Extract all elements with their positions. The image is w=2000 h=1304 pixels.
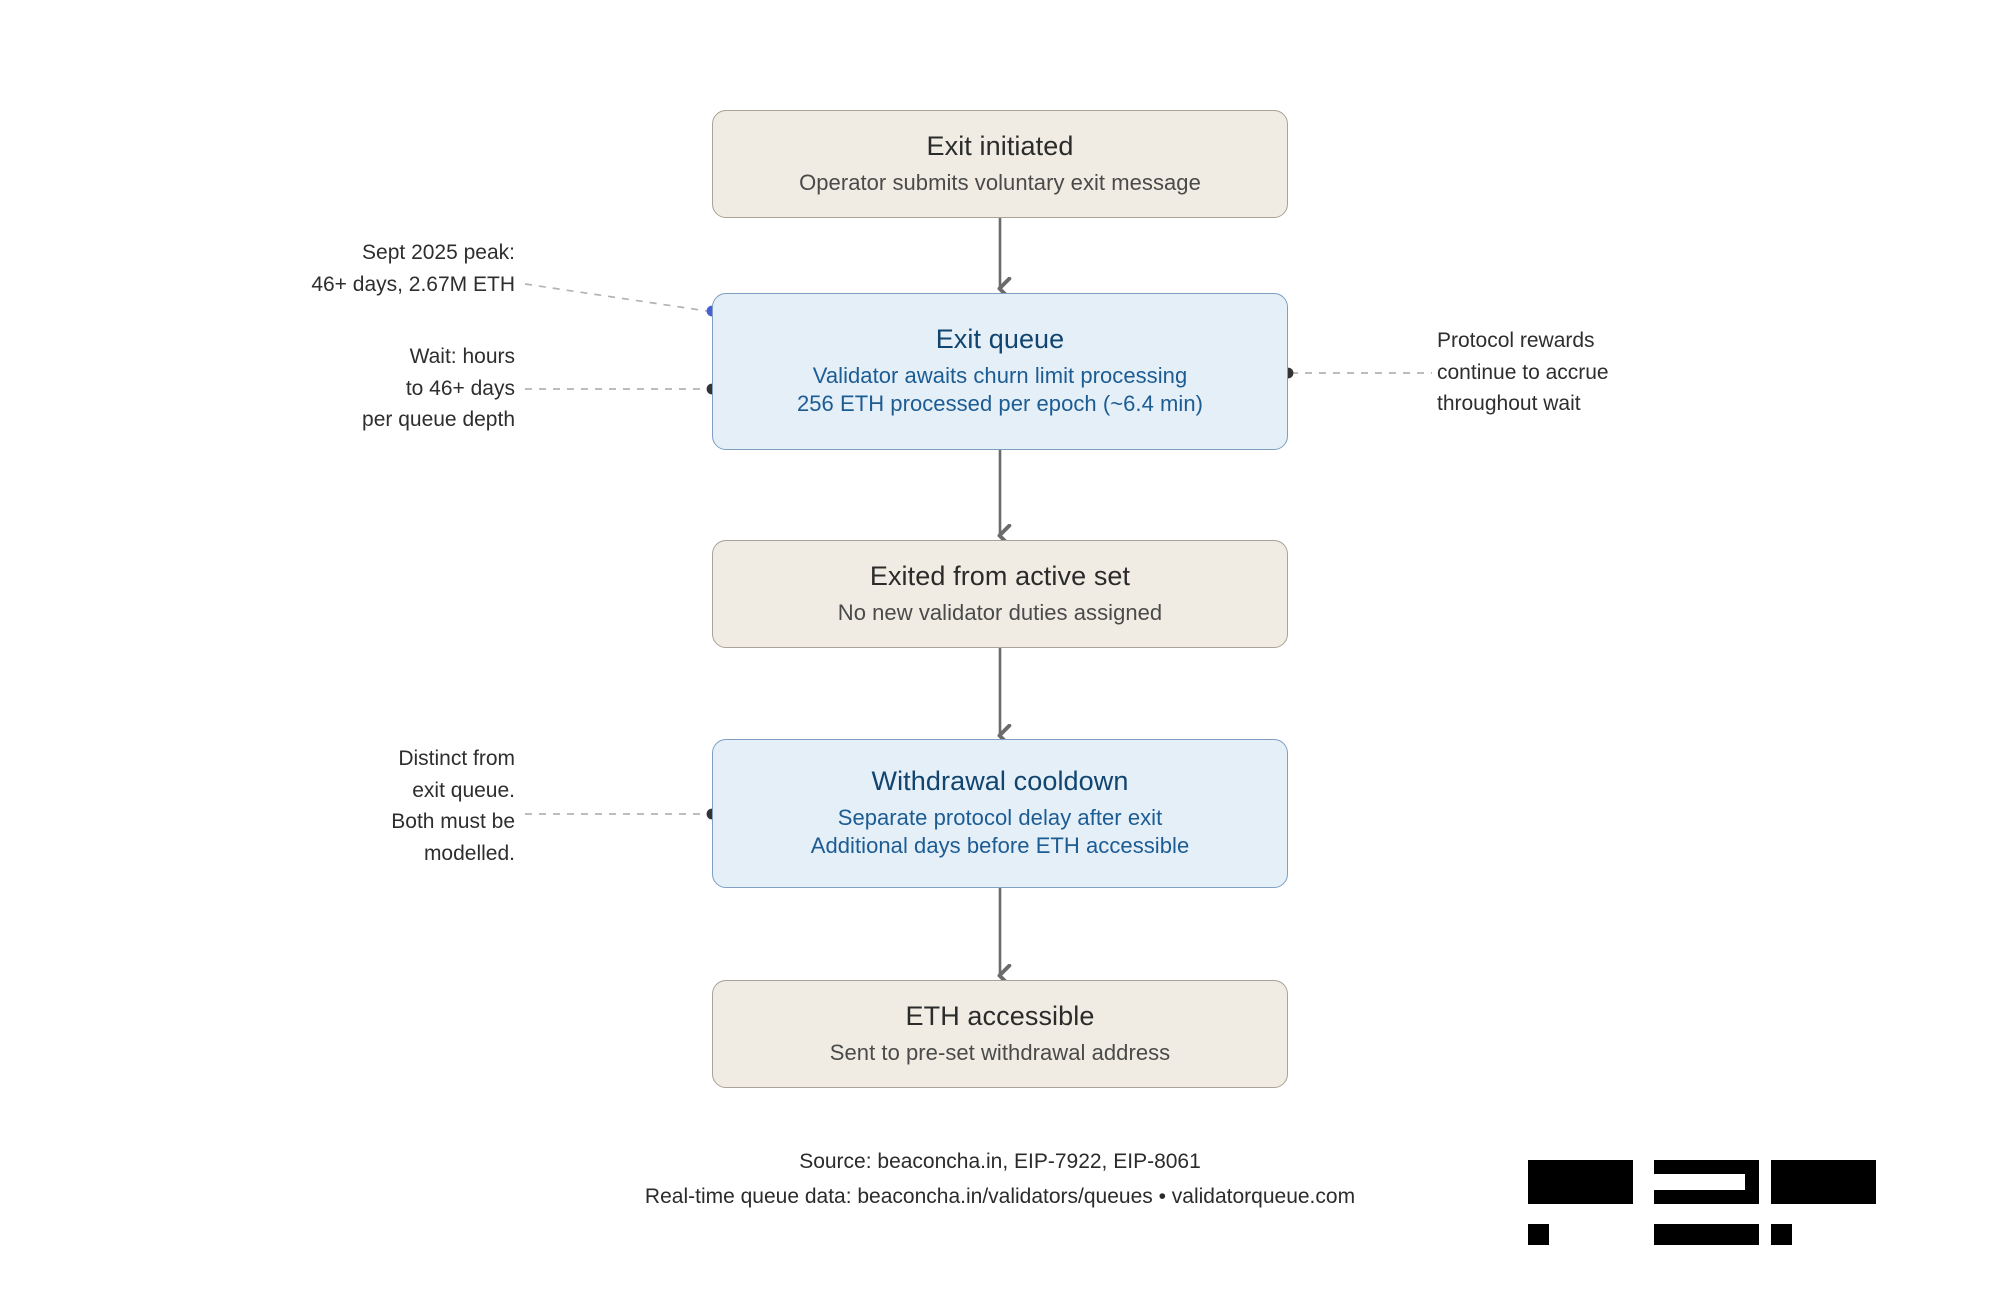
node-withdrawal-cooldown[interactable]: Withdrawal cooldown Separate protocol de…	[712, 739, 1288, 888]
footer-realtime-line: Real-time queue data: beaconcha.in/valid…	[644, 1185, 1356, 1208]
node-exit-initiated[interactable]: Exit initiated Operator submits voluntar…	[712, 110, 1288, 218]
annotation-sept-peak: Sept 2025 peak: 46+ days, 2.67M ETH	[311, 241, 515, 296]
node-subtitle-line: Validator awaits churn limit processing	[812, 362, 1188, 388]
node-title: Exited from active set	[869, 560, 1131, 591]
node-subtitle-line: Operator submits voluntary exit message	[799, 169, 1201, 195]
footer-source-line: Source: beaconcha.in, EIP-7922, EIP-8061	[799, 1150, 1201, 1173]
node-title: Withdrawal cooldown	[871, 765, 1129, 796]
node-subtitle-line: Sent to pre-set withdrawal address	[829, 1039, 1171, 1065]
node-subtitle-line: No new validator duties assigned	[837, 599, 1163, 625]
node-title: Exit initiated	[926, 130, 1074, 161]
node-title: ETH accessible	[905, 1000, 1095, 1031]
annotation-protocol-rewards: Protocol rewards continue to accrue thro…	[1437, 329, 1609, 415]
node-title: Exit queue	[935, 323, 1065, 354]
annotation-wait-duration: Wait: hours to 46+ days per queue depth	[362, 345, 515, 431]
node-exit-queue[interactable]: Exit queue Validator awaits churn limit …	[712, 293, 1288, 450]
annotation-distinct-from-exit-queue: Distinct from exit queue. Both must be m…	[391, 747, 515, 865]
leader-sept-peak	[524, 283, 708, 312]
node-detail-line: Additional days before ETH accessible	[810, 833, 1190, 859]
node-detail-line: 256 ETH processed per epoch (~6.4 min)	[796, 391, 1204, 417]
node-eth-accessible[interactable]: ETH accessible Sent to pre-set withdrawa…	[712, 980, 1288, 1088]
node-exited-from-active-set[interactable]: Exited from active set No new validator …	[712, 540, 1288, 648]
p2p-logo	[1528, 1160, 1876, 1245]
node-subtitle-line: Separate protocol delay after exit	[837, 804, 1163, 830]
